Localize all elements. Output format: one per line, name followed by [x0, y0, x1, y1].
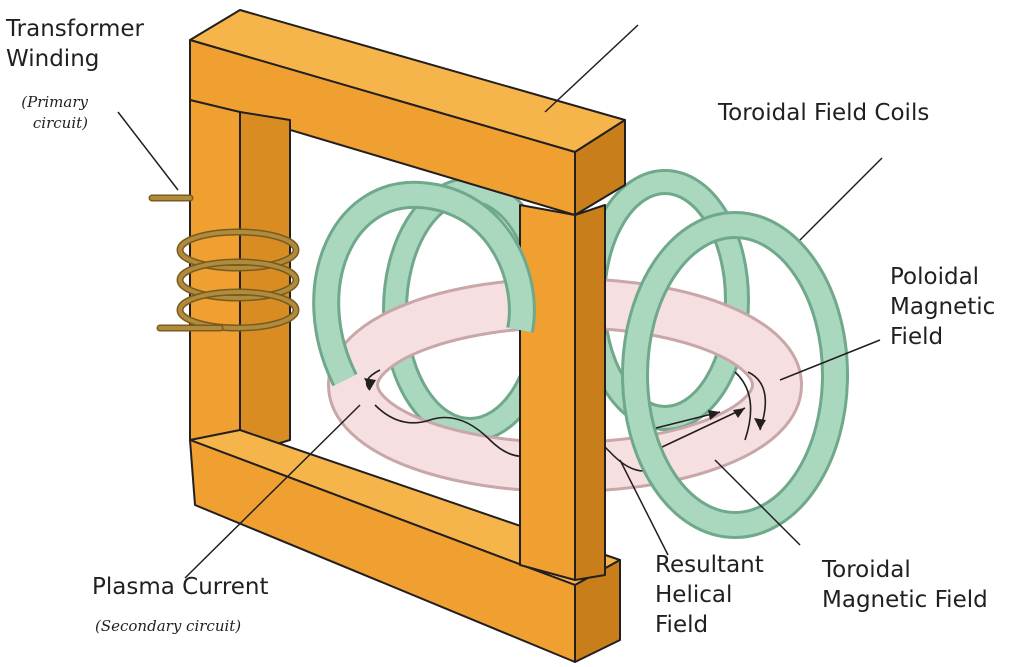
label-resultant-line1: Resultant	[655, 552, 764, 578]
transformer-winding	[148, 194, 300, 332]
label-poloidal-line2: Magnetic	[890, 294, 996, 320]
label-poloidal-line3: Field	[890, 324, 944, 350]
leader-helical-field	[619, 459, 669, 556]
core-left-front	[189, 99, 241, 456]
label-primary-circuit: (Primary circuit)	[8, 92, 88, 134]
label-plasma-current: Plasma Current	[92, 574, 269, 600]
label-secondary-circuit: (Secondary circuit)	[95, 617, 242, 635]
label-resultant-line2: Helical	[655, 582, 733, 608]
leader-core	[544, 24, 639, 113]
label-transformer-winding: Transformer Winding	[6, 14, 144, 74]
label-toroidal-line1: Toroidal	[822, 557, 911, 583]
label-toroidal-magnetic-field: Toroidal Magnetic Field	[822, 555, 988, 615]
leader-poloidal-field	[779, 339, 881, 381]
label-primary-line2: circuit)	[32, 114, 88, 132]
core-top-side	[574, 119, 626, 216]
label-resultant-line3: Field	[655, 612, 709, 638]
leader-toroidal-field-coils	[799, 157, 883, 241]
leader-toroidal-field	[714, 459, 801, 546]
label-transformer-line1: Transformer	[6, 16, 145, 42]
toroidal-field-coils-front	[312, 180, 849, 539]
label-poloidal-magnetic-field: Poloidal Magnetic Field	[890, 262, 995, 352]
label-primary-line1: (Primary	[21, 93, 88, 111]
core-left-side	[239, 111, 291, 456]
label-winding-line2: Winding	[6, 46, 100, 72]
leader-transformer-winding	[117, 111, 179, 191]
transformer-core-right	[519, 204, 606, 581]
leader-lines	[117, 24, 883, 579]
leader-plasma-current	[184, 404, 361, 579]
label-resultant-helical-field: Resultant Helical Field	[655, 550, 764, 640]
label-toroidal-line2: Magnetic Field	[822, 587, 988, 613]
label-poloidal-line1: Poloidal	[890, 264, 980, 290]
label-toroidal-field-coils: Toroidal Field Coils	[718, 100, 930, 126]
